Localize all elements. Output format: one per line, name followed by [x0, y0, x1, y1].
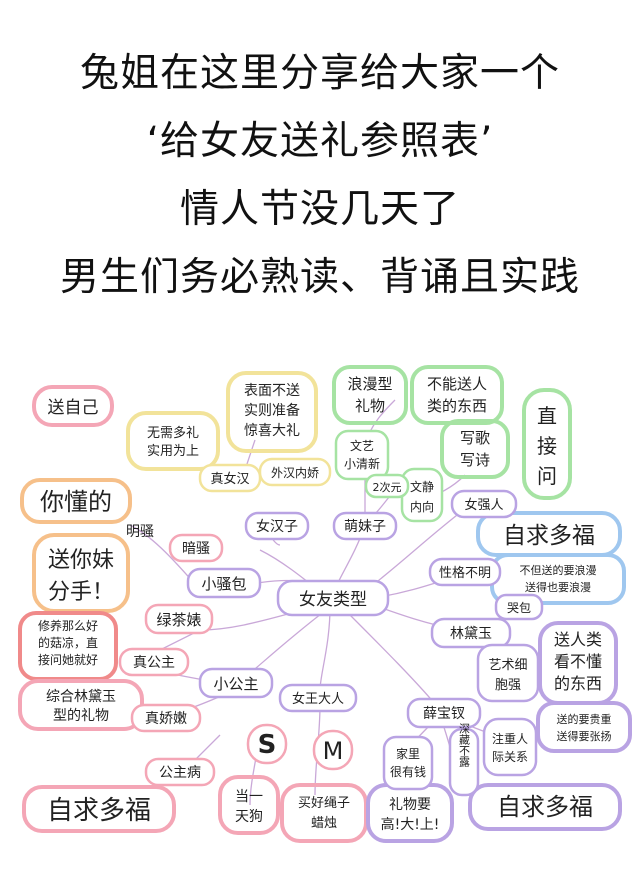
node-dangyi-1: 当一: [235, 789, 263, 805]
node-liwu-2: 高!大!上!: [381, 816, 440, 833]
node-buneng-1: 不能送人: [427, 375, 487, 393]
node-liwu-1: 礼物要: [389, 797, 431, 813]
node-jiali-1: 家里: [396, 746, 420, 761]
node-an-sao: 暗骚: [182, 541, 210, 557]
node-budan-1: 不但送的要浪漫: [520, 563, 597, 577]
node-lv-cha-biao: 绿茶婊: [156, 611, 201, 629]
node-erciyuan: 2次元: [373, 480, 402, 494]
node-wenyi-2: 小清新: [344, 456, 380, 471]
node-ku-bao: 哭包: [507, 601, 531, 615]
node-songren-3: 的东西: [554, 674, 602, 693]
node-buneng-2: 类的东西: [427, 397, 487, 415]
node-zi-qiu-duo-fu-left: 自求多福: [47, 796, 151, 826]
node-ming-sao: 明骚: [126, 524, 154, 540]
node-song-ziji: 送自己: [48, 398, 99, 418]
title-block: 兔姐在这里分享给大家一个 ‘给女友送礼参照表’ 情人节没几天了 男生们务必熟读、…: [0, 40, 640, 312]
node-nv-qiangren: 女强人: [464, 497, 503, 513]
node-nv-hanzi: 女汉子: [256, 518, 298, 535]
node-langman-2: 礼物: [355, 397, 385, 415]
node-wunv-1: 无需多礼: [147, 425, 199, 441]
node-song-ni-mei-1: 送你妹: [48, 548, 114, 573]
node-labels: 送自己 你懂的 明骚 暗骚 送你妹 分手！ 小骚包 绿茶婊 修养那么好 的菇凉，…: [38, 375, 612, 833]
node-xingge-buming: 性格不明: [439, 565, 491, 581]
node-songren-1: 送人类: [554, 630, 602, 649]
node-xue-baochai: 薛宝钗: [423, 706, 465, 722]
node-yishu-1: 艺术细: [488, 658, 527, 673]
node-xiuyang-3: 接问她就好: [38, 652, 98, 667]
mind-map: 送自己 你懂的 明骚 暗骚 送你妹 分手！ 小骚包 绿茶婊 修养那么好 的菇凉，…: [18, 365, 632, 843]
node-maihao-1: 买好绳子: [298, 796, 350, 811]
node-xiuyang-2: 的菇凉，直: [38, 635, 98, 650]
title-line-3: 情人节没几天了: [179, 187, 460, 232]
highlight-blobs: [18, 365, 632, 843]
node-dangyi-2: 天狗: [235, 809, 263, 825]
node-pills: [118, 429, 544, 797]
node-ni-dong-de: 你懂的: [40, 488, 112, 516]
node-langman-1: 浪漫型: [347, 375, 392, 393]
node-wenjing-1: 文静: [410, 479, 434, 494]
node-wunv-2: 实用为上: [147, 444, 199, 459]
node-s-label: S: [258, 730, 277, 760]
node-shencang: 深藏不露: [458, 723, 471, 767]
title-line-4: 男生们务必熟读、背诵且实践: [59, 255, 580, 300]
node-xiao-gongzhu: 小公主: [213, 675, 258, 693]
node-zhi-jie-wen-2: 接: [537, 434, 557, 458]
node-biaomian-3: 惊喜大礼: [244, 423, 300, 439]
node-yishu-2: 胞强: [495, 678, 521, 693]
node-nv-wang: 女王大人: [292, 691, 344, 707]
node-zhi-jie-wen-1: 直: [537, 404, 557, 428]
node-zhen-nvhan: 真女汉: [210, 471, 249, 487]
node-biaomian-1: 表面不送: [244, 383, 300, 399]
node-jiali-2: 很有钱: [390, 764, 426, 779]
title-line-1: 兔姐在这里分享给大家一个: [79, 51, 560, 96]
node-biaomian-2: 实则准备: [244, 402, 300, 419]
node-budan-2: 送得也要浪漫: [525, 580, 591, 594]
node-xiao-sao-bao: 小骚包: [201, 575, 246, 593]
node-zhen-gongzhu: 真公主: [133, 655, 175, 671]
node-zonghe-2: 型的礼物: [53, 708, 109, 724]
node-lin-daiyu: 林黛玉: [450, 626, 492, 642]
node-song-ni-mei-2: 分手！: [48, 580, 114, 605]
node-zhuzhong-2: 际关系: [492, 750, 528, 764]
node-xiege-2: 写诗: [460, 451, 490, 469]
node-zonghe-1: 综合林黛玉: [46, 689, 116, 705]
node-zhi-jie-wen-3: 问: [537, 464, 557, 488]
node-guizhong-2: 送得要张扬: [557, 729, 612, 743]
node-zhuzhong-1: 注重人: [492, 731, 528, 746]
node-wenyi-1: 文艺: [350, 438, 374, 453]
node-waihan-neijiao: 外汉内娇: [271, 466, 319, 480]
node-gongzhu-bing: 公主病: [159, 765, 201, 781]
center-node: 女友类型: [299, 590, 367, 610]
title-line-2: ‘给女友送礼参照表’: [146, 119, 494, 164]
node-wenjing-2: 内向: [410, 499, 434, 514]
node-songren-2: 看不懂: [554, 652, 602, 671]
node-m-label: M: [323, 737, 344, 765]
node-zhen-jiaonen: 真娇嫩: [145, 711, 187, 727]
node-maihao-2: 蜡烛: [311, 816, 337, 831]
node-zi-qiu-duo-fu-right: 自求多福: [497, 793, 593, 821]
node-xiuyang-1: 修养那么好: [38, 618, 98, 633]
node-guizhong-1: 送的要贵重: [557, 712, 612, 726]
node-xiege-1: 写歌: [460, 429, 490, 447]
node-meng-meizi: 萌妹子: [344, 519, 386, 535]
node-zi-qiu-duo-fu-top: 自求多福: [503, 523, 595, 549]
